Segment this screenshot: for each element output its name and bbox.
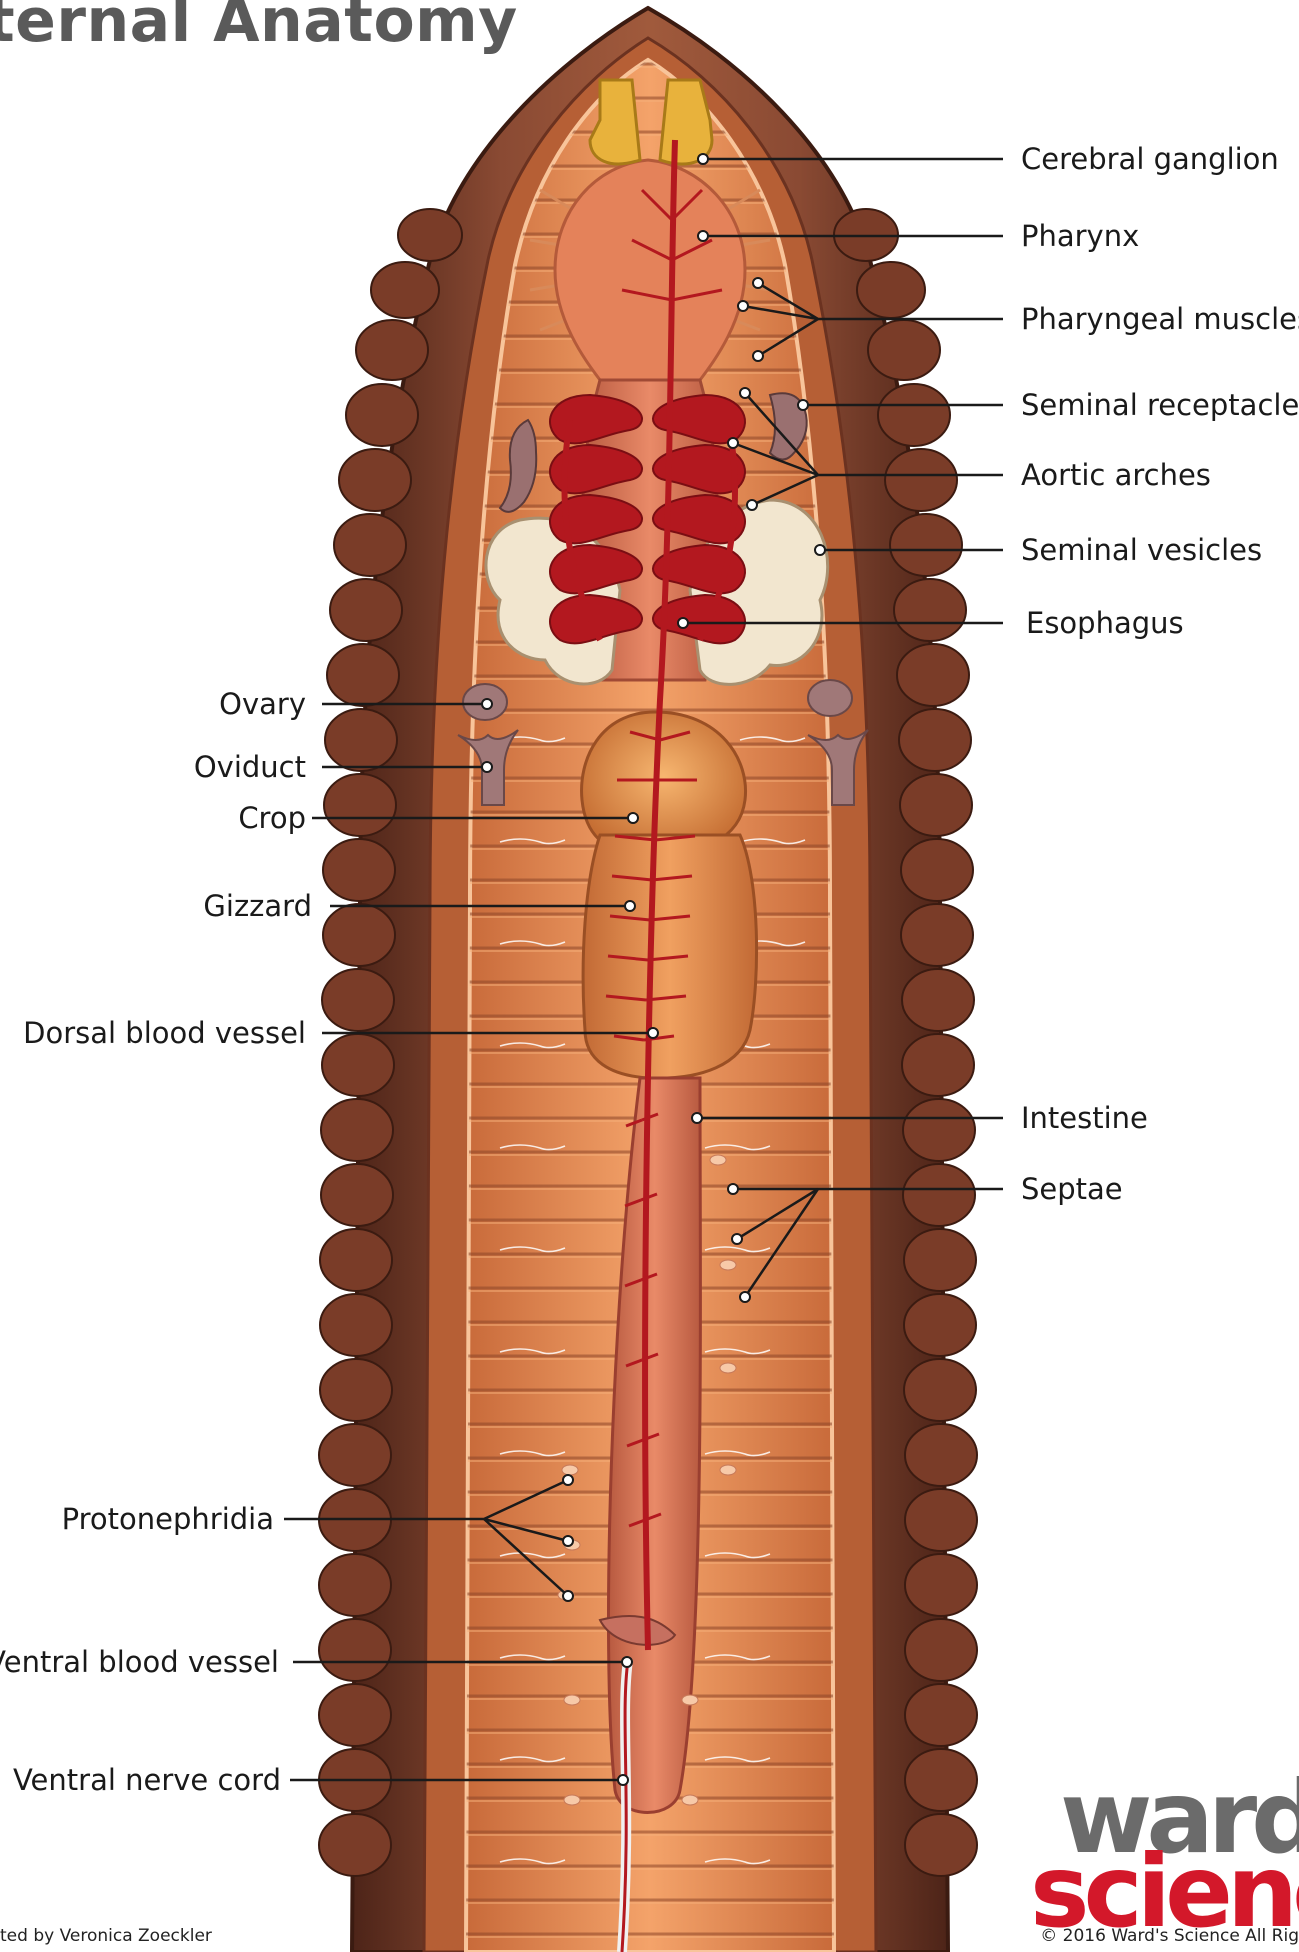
label-seminal-vesicles: Seminal vesicles — [1021, 533, 1262, 567]
label-oviduct: Oviduct — [194, 750, 306, 784]
label-seminal-receptacles: Seminal receptacles — [1021, 388, 1299, 422]
diagram-title: ternal Anatomy — [0, 0, 518, 56]
copyright-notice: © 2016 Ward's Science All Rig — [1040, 1926, 1299, 1946]
label-ovary: Ovary — [219, 687, 306, 721]
pharynx — [555, 160, 745, 380]
wards-science-logo: ward scienc — [1030, 1775, 1299, 1940]
label-ventral-blood-vessel: Ventral blood vessel — [0, 1645, 279, 1679]
label-pharyngeal-muscles: Pharyngeal muscles — [1021, 302, 1299, 336]
label-aortic-arches: Aortic arches — [1021, 458, 1211, 492]
label-ventral-nerve-cord: Ventral nerve cord — [13, 1763, 281, 1797]
label-protonephridia: Protonephridia — [62, 1502, 274, 1536]
label-gizzard: Gizzard — [203, 889, 312, 923]
label-esophagus: Esophagus — [1026, 606, 1184, 640]
ventral-nerve-cord — [622, 1660, 628, 1952]
label-crop: Crop — [238, 801, 306, 835]
label-dorsal-blood-vessel: Dorsal blood vessel — [23, 1016, 306, 1050]
label-pharynx: Pharynx — [1021, 219, 1139, 253]
illustrator-credit: ted by Veronica Zoeckler — [0, 1926, 212, 1946]
logo-line2: scienc — [1030, 1837, 1299, 1940]
label-intestine: Intestine — [1021, 1101, 1148, 1135]
label-septae: Septae — [1021, 1172, 1123, 1206]
label-cerebral-ganglion: Cerebral ganglion — [1021, 142, 1279, 176]
